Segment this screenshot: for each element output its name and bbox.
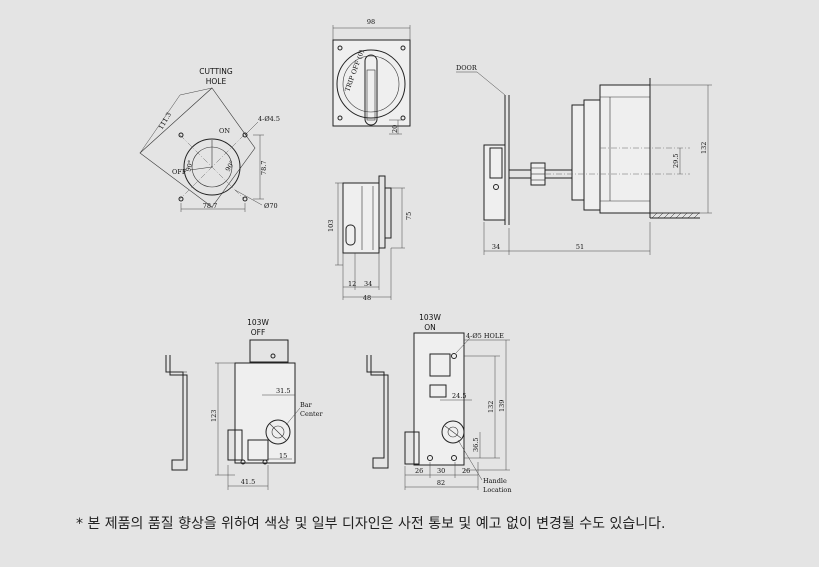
dim-98: 98 — [367, 18, 375, 26]
dim-15: 15 — [279, 452, 287, 460]
dim-75: 75 — [405, 212, 413, 220]
dim-dia-70: Ø70 — [264, 202, 278, 210]
off-label: OFF — [172, 168, 187, 176]
off-view-title-2: OFF — [251, 328, 266, 337]
front-view: 98 TRIP OFF (0) 20 — [332, 18, 411, 135]
dim-48: 48 — [363, 294, 371, 302]
on-hole-1 — [451, 353, 457, 359]
mount-hole-4 — [242, 196, 248, 202]
view-103w-off: 103W OFF 123 31.5 15 41.5 Bar Center — [165, 318, 323, 490]
side-body — [342, 182, 380, 254]
mount-hole-2 — [242, 132, 248, 138]
hatch-pattern — [651, 212, 700, 219]
dim-123: 123 — [210, 410, 218, 422]
dial-ring — [336, 49, 406, 119]
off-body — [234, 362, 296, 464]
dim-51: 51 — [576, 243, 584, 251]
on-view-title-2: ON — [424, 323, 436, 332]
dim-132-door: 132 — [700, 142, 708, 154]
dim-41-5: 41.5 — [241, 478, 255, 486]
breaker-body — [599, 84, 651, 214]
side-slot — [345, 224, 356, 246]
front-plate — [332, 39, 411, 127]
dim-103: 103 — [327, 220, 335, 232]
door-label: DOOR — [456, 64, 478, 72]
on-handle — [441, 420, 465, 444]
angle-90-a: 90° — [184, 159, 195, 172]
door-handle-block — [483, 144, 506, 221]
handle-location-1: Handle — [483, 477, 507, 485]
handle-location-2: Location — [483, 486, 512, 494]
dim-4-holes: 4-Ø4.5 — [258, 115, 280, 123]
hole-label: 4-Ø5 HOLE — [466, 332, 504, 340]
dim-12: 12 — [348, 280, 356, 288]
dim-29-5: 29.5 — [672, 154, 680, 168]
bar-center-1: Bar — [300, 401, 313, 409]
dim-26-a: 26 — [415, 467, 423, 475]
dim-78-7-h: 78.7 — [203, 202, 217, 210]
dim-111-3: 111.3 — [157, 111, 173, 131]
dim-34-small: 34 — [364, 280, 372, 288]
door-side-view: DOOR — [456, 64, 712, 255]
on-hole-2 — [451, 455, 457, 461]
dim-139: 139 — [498, 400, 506, 412]
view-103w-on: 103W ON 4-Ø5 HOLE 24.5 132 139 36.5 — [366, 313, 512, 494]
dim-20: 20 — [391, 125, 399, 133]
dim-31-5: 31.5 — [276, 387, 290, 395]
angle-90-b: 90° — [224, 159, 237, 173]
on-label: ON — [219, 127, 230, 135]
dim-36-5: 36.5 — [472, 438, 480, 452]
cutting-hole-title-1: CUTTING — [199, 67, 233, 76]
cutting-hole-title-2: HOLE — [206, 77, 227, 86]
mount-hole-1 — [178, 132, 184, 138]
off-view-title-1: 103W — [247, 318, 269, 327]
dim-30: 30 — [437, 467, 445, 475]
cutting-hole-circle — [183, 138, 241, 196]
cutting-hole-view: CUTTING HOLE 111.3 4-Ø4.5 78.7 78.7 Ø70 … — [139, 67, 280, 212]
dim-78-7-v: 78.7 — [260, 161, 268, 175]
bar-center-2: Center — [300, 410, 323, 418]
handle-slot — [364, 54, 378, 126]
dim-24-5: 24.5 — [452, 392, 466, 400]
on-view-title-1: 103W — [419, 313, 441, 322]
dim-26-b: 26 — [462, 467, 470, 475]
dim-82: 82 — [437, 479, 445, 487]
mount-hole-3 — [178, 196, 184, 202]
on-hole-3 — [427, 455, 433, 461]
dim-132-on: 132 — [487, 401, 495, 413]
side-view-small: 103 75 12 34 48 — [327, 175, 413, 302]
notice-text: * 본 제품의 품질 향상을 위하여 색상 및 일부 디자인은 사전 통보 및 … — [76, 516, 666, 532]
cutting-hole-outline — [139, 87, 256, 208]
off-handle — [265, 419, 291, 445]
dim-34-door: 34 — [492, 243, 500, 251]
